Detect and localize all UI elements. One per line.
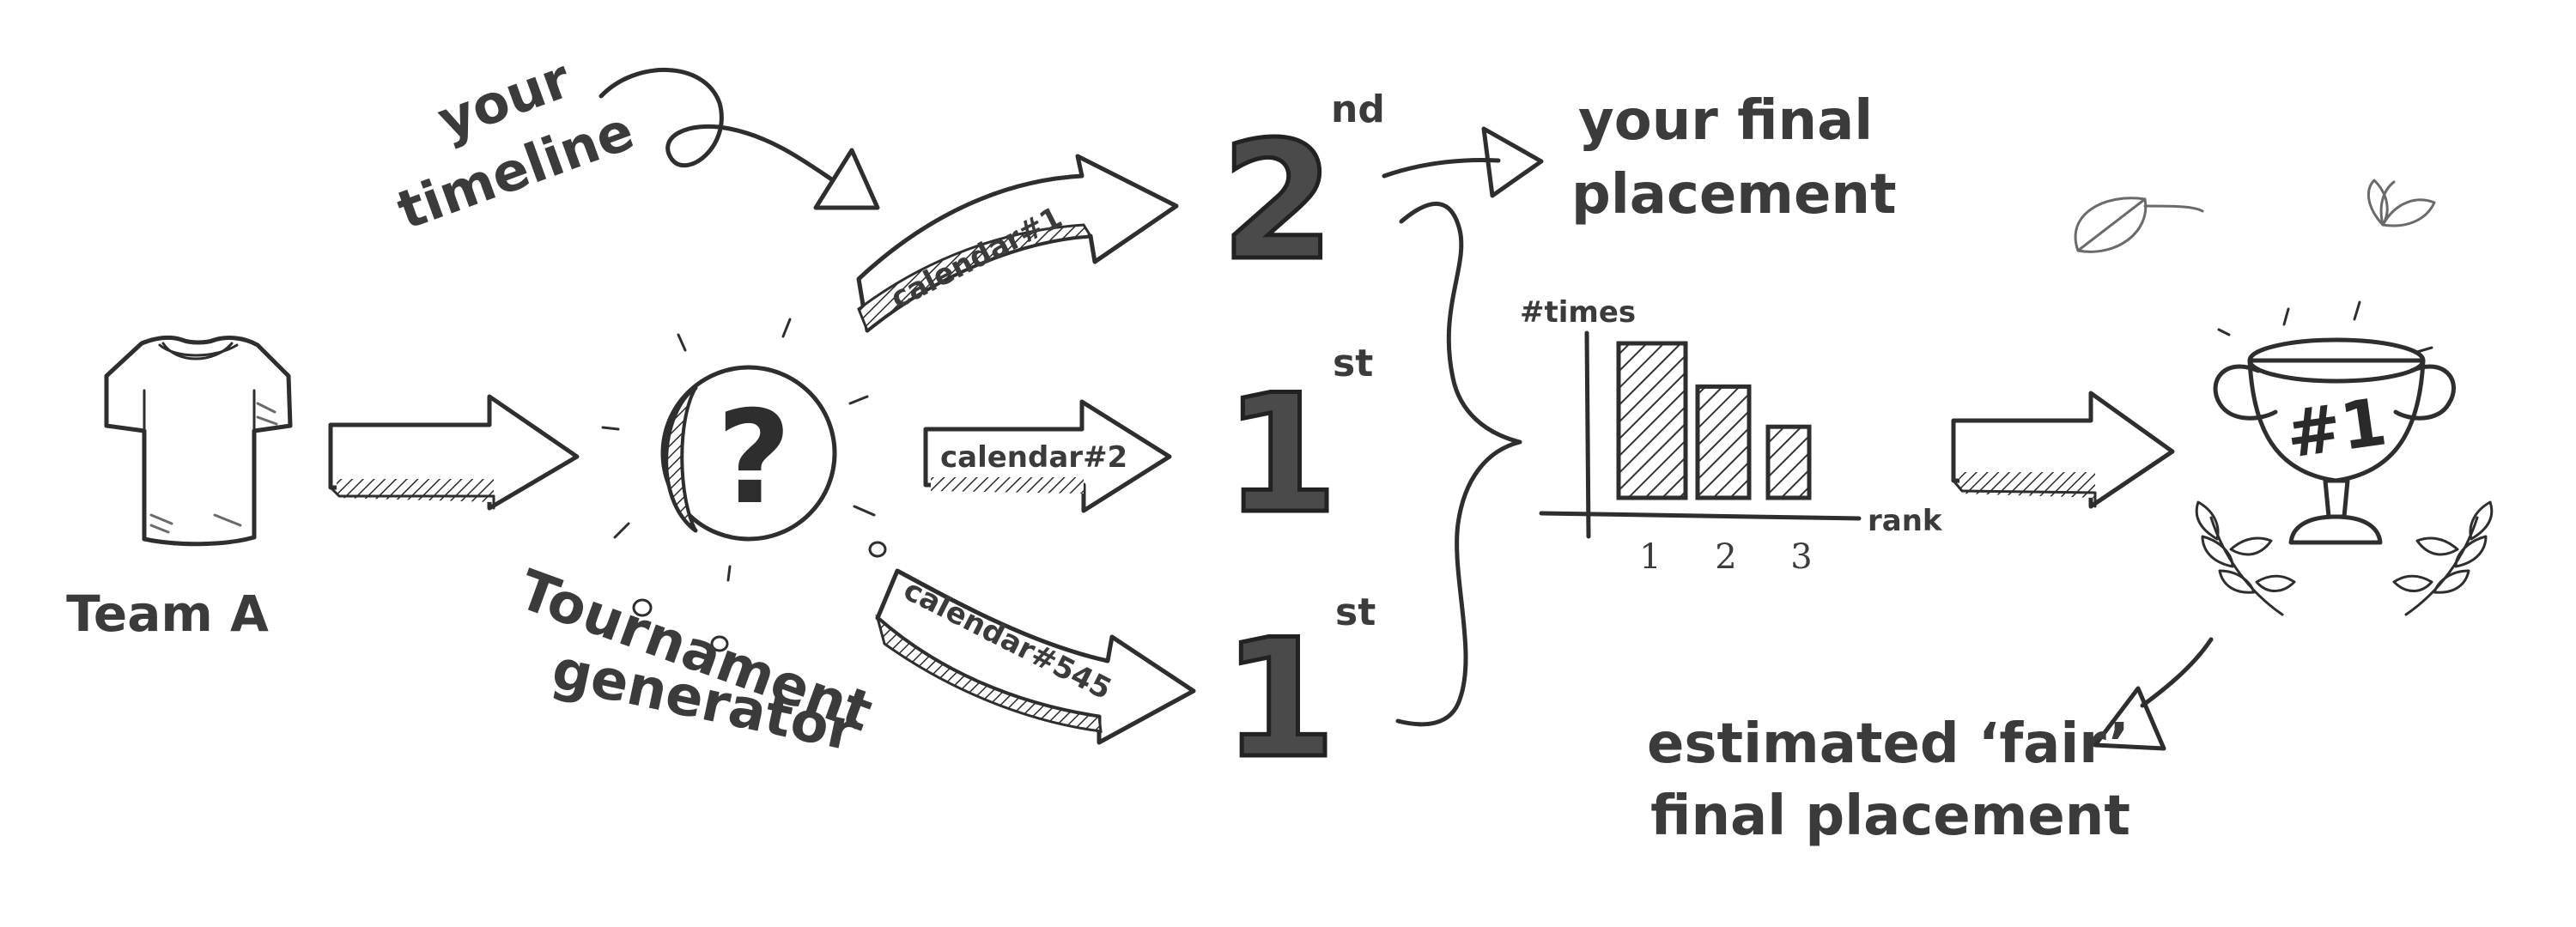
x-axis-label: rank [1868,504,1943,538]
calendar-label-2: calendar#2 [940,440,1127,475]
rank-number-3: 1 [1223,604,1336,794]
tick-label-3: 3 [1790,537,1812,577]
rank-2: 1 st [1222,342,1373,552]
y-axis [1584,330,1591,539]
triangle-arrowhead-icon [1481,126,1544,198]
calendar-label-1: calendar#1 [885,200,1068,316]
bar-rank-1 [1616,341,1688,500]
placement-histogram: #times rank 1 2 3 [1520,295,1943,577]
x-axis [1539,511,1862,521]
laurel-icon [2195,500,2296,616]
calendar-arrow-3: calendar#545 [875,568,1196,745]
estimated-arrow [2140,637,2214,708]
rank-3: 1 st [1220,591,1376,797]
bar-rank-3 [1765,424,1812,500]
generator-label: Tournament generator [511,558,881,764]
calendar-arrow-1: calendar#1 [856,154,1179,333]
tick-label-2: 2 [1715,537,1736,577]
arrow-to-trophy [1951,391,2175,509]
generator-symbol: ? [716,384,791,533]
sprout-icon [2366,179,2436,227]
calendar-label-3: calendar#545 [898,573,1117,706]
your-timeline-label: your timeline [389,47,641,242]
timeline-curl-arrow [598,68,835,183]
triangle-arrowhead-icon [2093,686,2166,751]
calendar-arrow-2: calendar#2 [923,399,1172,513]
tick-label-1: 1 [1639,537,1661,577]
your-final-placement-line-2: placement [1571,163,1897,227]
rank-number-2: 1 [1224,360,1338,549]
leaf-icon [2074,197,2204,253]
estimated-line-2: final placement [1650,785,2130,848]
curly-brace [1395,201,1522,727]
generator-sparkles [601,318,887,652]
laurel-icon [2392,500,2494,616]
triangle-arrowhead-icon [813,148,880,210]
tshirt-icon [104,335,293,547]
y-axis-label: #times [1520,295,1636,330]
rank-suffix-1: nd [1331,88,1385,131]
your-final-placement-line-1: your final [1578,89,1873,153]
arrow-to-generator [328,394,580,511]
rank-suffix-2: st [1333,342,1373,385]
rank-suffix-3: st [1335,591,1376,634]
bar-rank-2 [1695,384,1752,500]
rank-number-1: 2 [1221,106,1334,296]
estimated-label: estimated ‘fair’ final placement [1647,712,2130,848]
your-final-placement-label: your final placement [1571,89,1897,227]
trophy-icon: #1 [2213,300,2456,545]
estimated-line-1: estimated ‘fair’ [1647,712,2129,776]
rank-1: 2 nd [1218,88,1385,299]
team-label: Team A [66,585,269,643]
trophy-label: #1 [2281,383,2391,472]
final-placement-arrow [1382,157,1501,179]
coin-question-icon: ? [660,365,837,542]
